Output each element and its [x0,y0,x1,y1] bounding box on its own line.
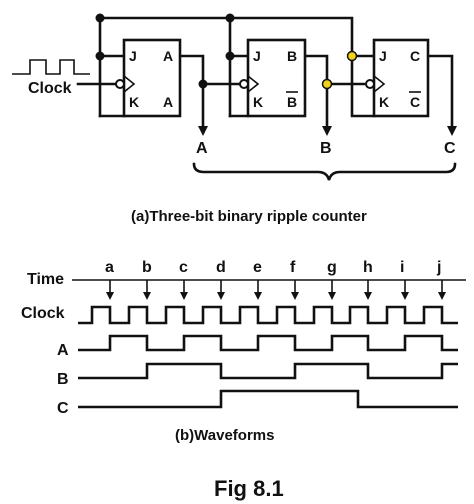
arrowhead-a [198,126,208,136]
time-mark-label: d [216,259,226,276]
pin-k: K [379,94,389,110]
clock-input-label: Clock [28,80,72,97]
clock-symbol-icon [12,59,90,75]
figure-label: Fig 8.1 [214,476,284,501]
flipflop-a-body [122,38,182,118]
time-mark-arrowhead-icon [180,292,188,300]
time-marks: a b c d e f g h i j [105,259,446,300]
junction-dots [95,13,358,90]
pin-j: J [129,48,137,64]
waveform-panel: Time a b c d e f g h i j Clock A B C (b)Waveforms [21,259,466,444]
time-mark-label: j [436,259,441,276]
time-mark-label: g [327,259,337,276]
time-mark-label: b [142,259,152,276]
pin-qbar: B [287,94,297,110]
pin-k: K [253,94,263,110]
pin-qbar: A [163,94,173,110]
time-mark-arrowhead-icon [401,292,409,300]
flipflop-a: J K A A [115,38,182,118]
time-mark-label: i [400,259,404,276]
pin-j: J [379,48,387,64]
time-mark-label: h [363,259,373,276]
flipflop-b-body [246,38,307,118]
signal-label-b: B [57,371,69,388]
flipflop-b: J K B B [239,38,307,118]
inversion-bubble-icon [115,79,125,89]
pin-q: A [163,48,173,64]
wave-c [78,389,458,409]
caption-a: (a)Three-bit binary ripple counter [131,208,367,225]
output-label-b: B [320,140,332,157]
time-label: Time [27,271,64,288]
wave-clock [78,305,458,325]
output-label-a: A [196,140,208,157]
time-mark-arrowhead-icon [328,292,336,300]
caption-b: (b)Waveforms [175,427,274,444]
time-mark-label: f [290,259,296,276]
pin-q: C [410,48,420,64]
counter-circuit: Clock J K A A J K B [12,13,457,225]
time-mark-arrowhead-icon [106,292,114,300]
arrowhead-b [322,126,332,136]
output-b-wire [303,54,366,130]
time-mark-label: c [179,259,188,276]
wave-a [78,334,458,352]
pin-qbar: C [410,94,420,110]
signal-label-clock: Clock [21,305,65,322]
time-mark-arrowhead-icon [143,292,151,300]
time-mark-arrowhead-icon [217,292,225,300]
time-mark-arrowhead-icon [291,292,299,300]
wave-b [78,362,458,380]
output-brace [192,162,457,181]
signal-label-a: A [57,342,69,359]
clock-triangle-icon [123,75,136,93]
time-mark-arrowhead-icon [364,292,372,300]
inversion-bubble-icon [239,79,249,89]
output-a-wire [178,54,242,130]
arrowhead-c [447,126,457,136]
pin-k: K [129,94,139,110]
flipflop-c-body [372,38,430,118]
output-label-c: C [444,140,456,157]
flipflop-c: J K C C [365,38,430,118]
signal-label-c: C [57,400,69,417]
time-mark-arrowhead-icon [438,292,446,300]
inversion-bubble-icon [365,79,375,89]
output-c-wire [426,54,454,130]
pin-j: J [253,48,261,64]
time-mark-label: a [105,259,114,276]
pin-q: B [287,48,297,64]
time-mark-arrowhead-icon [254,292,262,300]
clock-triangle-icon [373,75,386,93]
clock-triangle-icon [247,75,260,93]
time-mark-label: e [253,259,262,276]
